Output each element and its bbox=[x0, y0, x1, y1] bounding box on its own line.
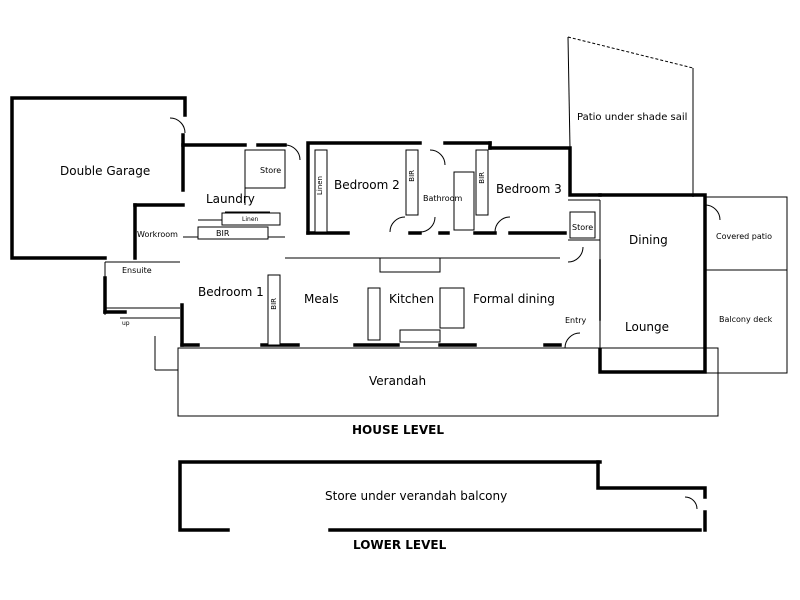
room-double-garage: Double Garage bbox=[60, 164, 151, 178]
room-bathroom: Bathroom bbox=[423, 194, 463, 203]
room-kitchen: Kitchen bbox=[389, 292, 435, 306]
room-formal-dining: Formal dining bbox=[473, 292, 555, 306]
room-dining: Dining bbox=[629, 233, 668, 247]
room-patio: Patio under shade sail bbox=[577, 112, 688, 123]
room-bir-bed2: BIR bbox=[408, 170, 416, 182]
room-ensuite: Ensuite bbox=[122, 266, 152, 275]
thin-walls bbox=[104, 36, 788, 510]
room-workroom: Workroom bbox=[137, 230, 178, 239]
room-bedroom3: Bedroom 3 bbox=[496, 182, 562, 196]
lower-level-heading: LOWER LEVEL bbox=[353, 538, 447, 552]
room-bir-laundry: BIR bbox=[216, 229, 230, 238]
room-store-laundry: Store bbox=[260, 166, 282, 175]
thick-walls bbox=[10, 96, 707, 532]
room-bir-bed3: BIR bbox=[478, 172, 486, 184]
room-laundry: Laundry bbox=[206, 192, 255, 206]
room-store-entry: Store bbox=[572, 223, 594, 232]
room-linen-laundry: Linen bbox=[242, 216, 259, 223]
room-up: up bbox=[122, 320, 130, 327]
room-covered-patio: Covered patio bbox=[716, 232, 773, 241]
room-verandah: Verandah bbox=[369, 374, 427, 388]
room-entry: Entry bbox=[565, 316, 587, 325]
room-lounge: Lounge bbox=[625, 320, 670, 334]
room-store-under-verandah: Store under verandah balcony bbox=[325, 489, 508, 503]
room-linen-bed2: Linen bbox=[316, 176, 324, 196]
house-level-heading: HOUSE LEVEL bbox=[352, 423, 444, 437]
room-bir-bed1: BIR bbox=[270, 298, 278, 310]
room-bedroom1: Bedroom 1 bbox=[198, 285, 264, 299]
built-in-fixtures bbox=[197, 149, 596, 346]
room-meals: Meals bbox=[304, 292, 339, 306]
room-balcony-deck: Balcony deck bbox=[719, 315, 773, 324]
room-bedroom2: Bedroom 2 bbox=[334, 178, 400, 192]
